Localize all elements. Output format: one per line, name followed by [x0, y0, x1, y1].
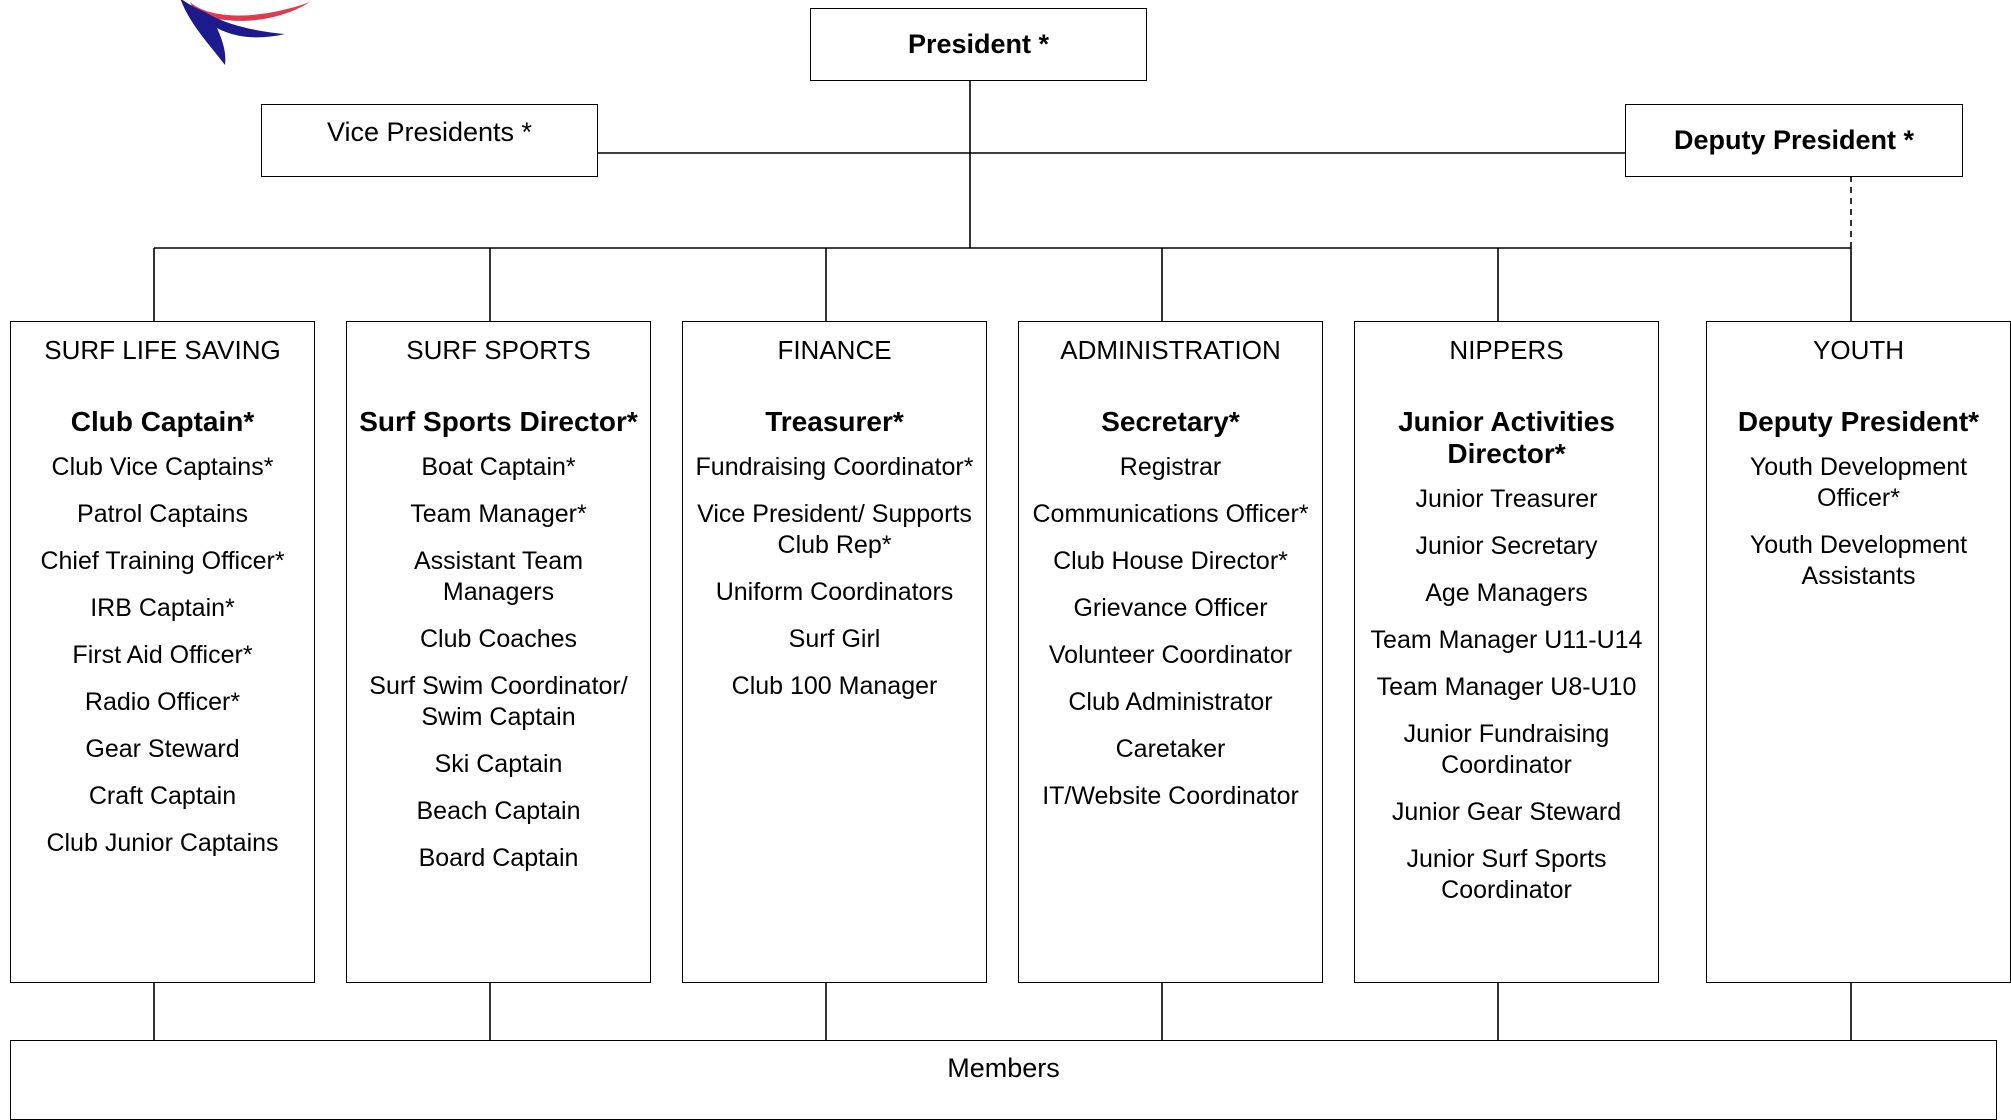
members-box: Members	[10, 1040, 1997, 1120]
role-item: Club Administrator	[1068, 688, 1273, 716]
department-title: SURF SPORTS	[406, 335, 591, 365]
role-item: Uniform Coordinators	[715, 578, 954, 606]
department-title: FINANCE	[777, 335, 892, 365]
role-item: Communications Officer*	[1032, 500, 1309, 528]
deputy-president-box: Deputy President *	[1625, 104, 1963, 177]
role-item: Gear Steward	[85, 735, 240, 763]
deputy-president-title: Deputy President *	[1673, 125, 1915, 155]
role-item: Junior Gear Steward	[1391, 798, 1622, 826]
role-item: Volunteer Coordinator	[1048, 641, 1293, 669]
role-item: Age Managers	[1425, 579, 1588, 607]
role-item: Ski Captain	[434, 750, 563, 778]
role-item: Club Coaches	[419, 625, 578, 653]
role-item: Junior Treasurer	[1415, 485, 1598, 513]
role-item: Assistant Team Managers	[413, 547, 584, 606]
role-item: Caretaker	[1115, 735, 1226, 763]
members-title: Members	[947, 1053, 1060, 1083]
department-box-finance: FINANCE Treasurer* Fundraising Coordinator…	[682, 321, 987, 983]
department-head: Surf Sports Director*	[359, 406, 638, 437]
department-head: Club Captain*	[70, 406, 255, 437]
role-item: Surf Swim Coordinator/ Swim Captain	[369, 672, 628, 731]
department-title: SURF LIFE SAVING	[44, 335, 281, 365]
department-box-youth: YOUTH Deputy President* Youth Development …	[1706, 321, 2011, 983]
department-box-nippers: NIPPERS Junior Activities Director* Junior…	[1354, 321, 1659, 983]
role-item: Team Manager*	[410, 500, 587, 528]
role-item: Club House Director*	[1053, 547, 1288, 575]
role-item: Board Captain	[418, 844, 579, 872]
role-item: Junior Fundraising Coordinator	[1403, 720, 1610, 779]
role-item: IT/Website Coordinator	[1042, 782, 1299, 810]
role-item: IRB Captain*	[90, 594, 235, 622]
role-item: Chief Training Officer*	[40, 547, 285, 575]
role-item: Fundraising Coordinator*	[695, 453, 974, 481]
role-item: Youth Development Officer*	[1749, 453, 1968, 512]
role-item: Boat Captain*	[421, 453, 576, 481]
department-title: ADMINISTRATION	[1060, 335, 1281, 365]
role-item: Junior Surf Sports Coordinator	[1406, 845, 1607, 904]
vice-presidents-title: Vice Presidents *	[326, 117, 533, 147]
department-title: NIPPERS	[1449, 335, 1564, 365]
role-item: Vice President/ Supports Club Rep*	[697, 500, 972, 559]
role-item: Club Junior Captains	[46, 829, 279, 857]
role-item: Junior Secretary	[1415, 532, 1598, 560]
role-item: Team Manager U8-U10	[1376, 673, 1637, 701]
department-head: Junior Activities Director*	[1398, 406, 1615, 469]
department-head: Secretary*	[1101, 406, 1240, 437]
department-head: Deputy President*	[1737, 406, 1980, 437]
department-box-surf-sports: SURF SPORTS Surf Sports Director* Boat Cap…	[346, 321, 651, 983]
club-logo-icon	[180, 0, 310, 65]
role-item: Youth Development Assistants	[1749, 531, 1968, 590]
role-item: Club Vice Captains*	[51, 453, 274, 481]
role-item: Team Manager U11-U14	[1370, 626, 1643, 654]
role-item: Surf Girl	[788, 625, 881, 653]
department-box-surf-life-saving: SURF LIFE SAVING Club Captain* Club Vice C…	[10, 321, 315, 983]
role-item: Patrol Captains	[77, 500, 248, 528]
role-item: Registrar	[1119, 453, 1222, 481]
role-item: Grievance Officer	[1073, 594, 1268, 622]
role-item: Radio Officer*	[84, 688, 241, 716]
role-item: Craft Captain	[88, 782, 237, 810]
role-item: Beach Captain	[416, 797, 581, 825]
vice-presidents-box: Vice Presidents *	[261, 104, 598, 177]
department-head: Treasurer*	[765, 406, 904, 437]
president-box: President *	[810, 8, 1147, 81]
role-item: Club 100 Manager	[731, 672, 938, 700]
president-title: President *	[907, 29, 1050, 59]
department-title: YOUTH	[1813, 335, 1904, 365]
role-item: First Aid Officer*	[72, 641, 253, 669]
